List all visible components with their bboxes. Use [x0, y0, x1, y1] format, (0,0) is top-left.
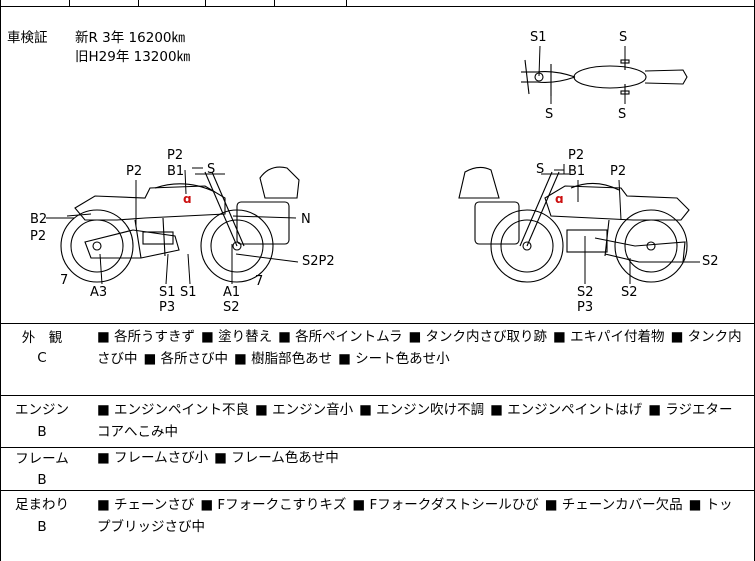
- mark-left-s1-a: S1: [159, 285, 176, 300]
- table-row-divider: [0, 447, 755, 448]
- mark-top-s-bottom-left: S: [545, 107, 554, 122]
- list-item: チェーンさび: [97, 497, 194, 513]
- mark-left-n: N: [301, 212, 311, 227]
- section-items-exterior: 各所うすきず塗り替え各所ペイントムラタンク内さび取り跡エキパイ付着物タンク内さび…: [97, 326, 745, 370]
- list-item: シート色あせ小: [338, 351, 450, 367]
- mark-left-s1-b: S1: [180, 285, 197, 300]
- list-item: Fフォークこすりキズ: [200, 497, 346, 513]
- mark-left-p2-rear: P2: [30, 229, 47, 244]
- mark-right-p2-top: P2: [568, 148, 585, 163]
- header-strip-bottom-border: [0, 6, 755, 7]
- inspection-new: 新R 3年 16200㎞: [75, 30, 185, 46]
- mark-right-s2-bottom-right: S2: [621, 285, 638, 300]
- header-divider: [346, 0, 347, 6]
- mark-right-s-top: S: [536, 162, 545, 177]
- damage-mark-left-tank: ɑ: [183, 192, 192, 206]
- top-view-leaders: [538, 45, 626, 104]
- header-divider: [69, 0, 70, 6]
- table-row-divider: [0, 490, 755, 491]
- left-side-diagram: [60, 166, 300, 283]
- right-side-leaders: [554, 164, 700, 284]
- mark-top-s-bottom-right: S: [618, 107, 627, 122]
- section-items-frame: フレームさび小フレーム色あせ中: [97, 447, 745, 469]
- mark-left-p2: P2: [126, 164, 143, 179]
- list-item: 各所さび中: [144, 351, 229, 367]
- list-item: エンジン音小: [255, 402, 353, 418]
- mark-right-b1: B1: [568, 164, 586, 179]
- list-item: タンク内さび取り跡: [408, 329, 547, 345]
- sheet-left-border: [0, 0, 1, 561]
- list-item: フレームさび小: [97, 450, 208, 466]
- header-divider: [205, 0, 206, 6]
- mark-left-p2-top: P2: [167, 148, 184, 163]
- section-name-engine: エンジン: [15, 402, 69, 418]
- section-name-frame: フレーム: [15, 451, 69, 467]
- inspection-old: 旧H29年 13200㎞: [75, 49, 191, 65]
- list-item: チェーンカバー欠品: [545, 497, 683, 513]
- inspection-label: 車検証: [7, 30, 48, 46]
- section-items-undercarriage: チェーンさびFフォークこすりキズFフォークダストシールひびチェーンカバー欠品トッ…: [97, 494, 745, 538]
- mark-left-s-top: S: [207, 162, 216, 177]
- table-row-divider: [0, 395, 755, 396]
- section-items-engine: エンジンペイント不良エンジン音小エンジン吹け不調エンジンペイントはげラジエターコ…: [97, 399, 745, 443]
- right-side-diagram: [458, 166, 690, 283]
- section-grade-exterior: C: [37, 350, 47, 366]
- section-grade-engine: B: [37, 424, 47, 440]
- left-side-leaders: [46, 167, 299, 285]
- list-item: エンジンペイント不良: [97, 402, 249, 418]
- mark-left-s2: S2: [223, 300, 240, 315]
- list-item: 塗り替え: [201, 329, 272, 345]
- table-top-border: [0, 323, 755, 324]
- damage-mark-right-tank: ɑ: [555, 192, 564, 206]
- list-item: エンジン吹け不調: [359, 402, 484, 418]
- list-item: エキパイ付着物: [553, 329, 665, 345]
- list-item: 樹脂部色あせ: [234, 351, 332, 367]
- mark-right-p2: P2: [610, 164, 627, 179]
- header-divider: [274, 0, 275, 6]
- mark-left-a1: A1: [223, 285, 241, 300]
- list-item: 各所うすきず: [97, 329, 195, 345]
- header-divider: [138, 0, 139, 6]
- mark-left-b2: B2: [30, 212, 48, 227]
- list-item: エンジンペイントはげ: [490, 402, 642, 418]
- mark-right-p3: P3: [577, 300, 594, 315]
- list-item: 各所ペイントムラ: [278, 329, 402, 345]
- list-item: Fフォークダストシールひび: [352, 497, 538, 513]
- mark-left-a3: A3: [90, 285, 108, 300]
- list-item: フレーム色あせ中: [214, 450, 339, 466]
- mark-right-s2-bottom: S2: [577, 285, 594, 300]
- mark-left-s2p2: S2P2: [302, 254, 335, 269]
- section-grade-frame: B: [37, 472, 47, 488]
- section-grade-undercarriage: B: [37, 519, 47, 535]
- mark-right-s2: S2: [702, 254, 719, 269]
- section-name-undercarriage: 足まわり: [15, 497, 69, 513]
- mark-left-7-right: 7: [255, 274, 264, 289]
- mark-left-7-left: 7: [60, 273, 69, 288]
- mark-left-p3: P3: [159, 300, 176, 315]
- mark-top-s: S: [619, 30, 628, 45]
- mark-top-s1: S1: [530, 30, 547, 45]
- mark-left-b1: B1: [167, 164, 185, 179]
- section-name-exterior: 外 観: [21, 330, 63, 346]
